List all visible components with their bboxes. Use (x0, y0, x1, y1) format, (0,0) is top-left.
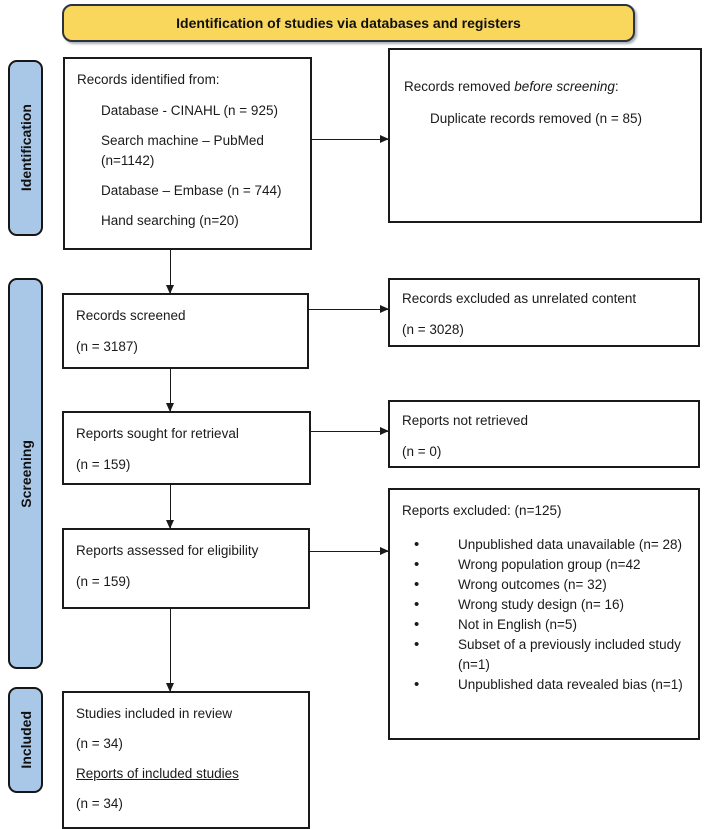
diagram-title-banner: Identification of studies via databases … (62, 4, 635, 42)
box-reports-not-retrieved: Reports not retrieved (n = 0) (388, 400, 700, 468)
records-removed-title-italic: before screening (514, 79, 615, 94)
records-excluded-count: (n = 3028) (402, 322, 464, 337)
exclusion-reasons-list: Unpublished data unavailable (n= 28) Wro… (402, 535, 690, 695)
arrow-assessed-to-included (165, 609, 174, 692)
reports-sought-count: (n = 159) (76, 457, 131, 472)
reports-not-retrieved-count: (n = 0) (402, 444, 442, 459)
reports-assessed-label: Reports assessed for eligibility (76, 543, 259, 558)
arrow-identified-to-removed (312, 134, 389, 143)
box-studies-included: Studies included in review (n = 34) Repo… (62, 691, 310, 829)
exclusion-reason: Not in English (n=5) (414, 615, 690, 635)
reports-assessed-count: (n = 159) (76, 574, 131, 589)
box-reports-excluded: Reports excluded: (n=125) Unpublished da… (388, 488, 700, 740)
stage-label-included: Included (8, 687, 43, 793)
records-removed-title-prefix: Records removed (404, 79, 515, 94)
exclusion-reason: Unpublished data unavailable (n= 28) (414, 535, 690, 555)
studies-included-count: (n = 34) (76, 736, 123, 751)
records-screened-label: Records screened (76, 308, 186, 323)
stage-label-identification: Identification (8, 60, 43, 236)
source-cinahl: Database - CINAHL (n = 925) (101, 103, 278, 118)
reports-included-label: Reports of included studies (76, 766, 239, 781)
stage-label-text: Identification (17, 104, 34, 192)
arrow-identified-to-screened (165, 250, 174, 294)
box-records-screened: Records screened (n = 3187) (62, 293, 309, 369)
reports-excluded-title: Reports excluded: (n=125) (402, 503, 562, 518)
arrow-sought-to-not-retrieved (311, 426, 389, 435)
exclusion-reason: Wrong population group (n=42 (414, 555, 690, 575)
records-identified-title: Records identified from: (77, 72, 220, 87)
exclusion-reason: Subset of a previously included study (n… (414, 635, 690, 675)
reports-included-count: (n = 34) (76, 796, 123, 811)
diagram-title: Identification of studies via databases … (176, 15, 521, 31)
box-records-identified: Records identified from: Database - CINA… (63, 57, 312, 250)
source-hand-searching: Hand searching (n=20) (101, 213, 239, 228)
stage-label-screening: Screening (8, 278, 43, 669)
arrow-assessed-to-excluded-reports (310, 546, 389, 555)
arrow-screened-to-sought (165, 368, 174, 412)
reports-not-retrieved-label: Reports not retrieved (402, 413, 529, 428)
box-records-removed: Records removed before screening: Duplic… (388, 48, 702, 223)
exclusion-reason: Unpublished data revealed bias (n=1) (414, 675, 690, 695)
box-records-excluded: Records excluded as unrelated content (n… (388, 278, 700, 347)
records-excluded-label: Records excluded as unrelated content (402, 291, 637, 306)
box-reports-assessed: Reports assessed for eligibility (n = 15… (62, 528, 310, 609)
stage-label-text: Included (17, 711, 34, 769)
exclusion-reason: Wrong outcomes (n= 32) (414, 575, 690, 595)
box-reports-sought: Reports sought for retrieval (n = 159) (62, 411, 311, 485)
arrow-screened-to-excluded (309, 304, 389, 313)
studies-included-label: Studies included in review (76, 706, 233, 721)
duplicates-removed-label: Duplicate records removed (n = 85) (430, 111, 642, 126)
source-embase: Database – Embase (n = 744) (101, 183, 282, 198)
records-screened-count: (n = 3187) (76, 339, 138, 354)
records-removed-title-suffix: : (614, 79, 619, 94)
records-removed-title: Records removed before screening: (404, 78, 688, 95)
exclusion-reason: Wrong study design (n= 16) (414, 595, 690, 615)
reports-sought-label: Reports sought for retrieval (76, 426, 239, 441)
arrow-sought-to-assessed (165, 485, 174, 529)
source-pubmed: Search machine – PubMed (n=1142) (101, 133, 264, 168)
stage-label-text: Screening (17, 439, 34, 508)
